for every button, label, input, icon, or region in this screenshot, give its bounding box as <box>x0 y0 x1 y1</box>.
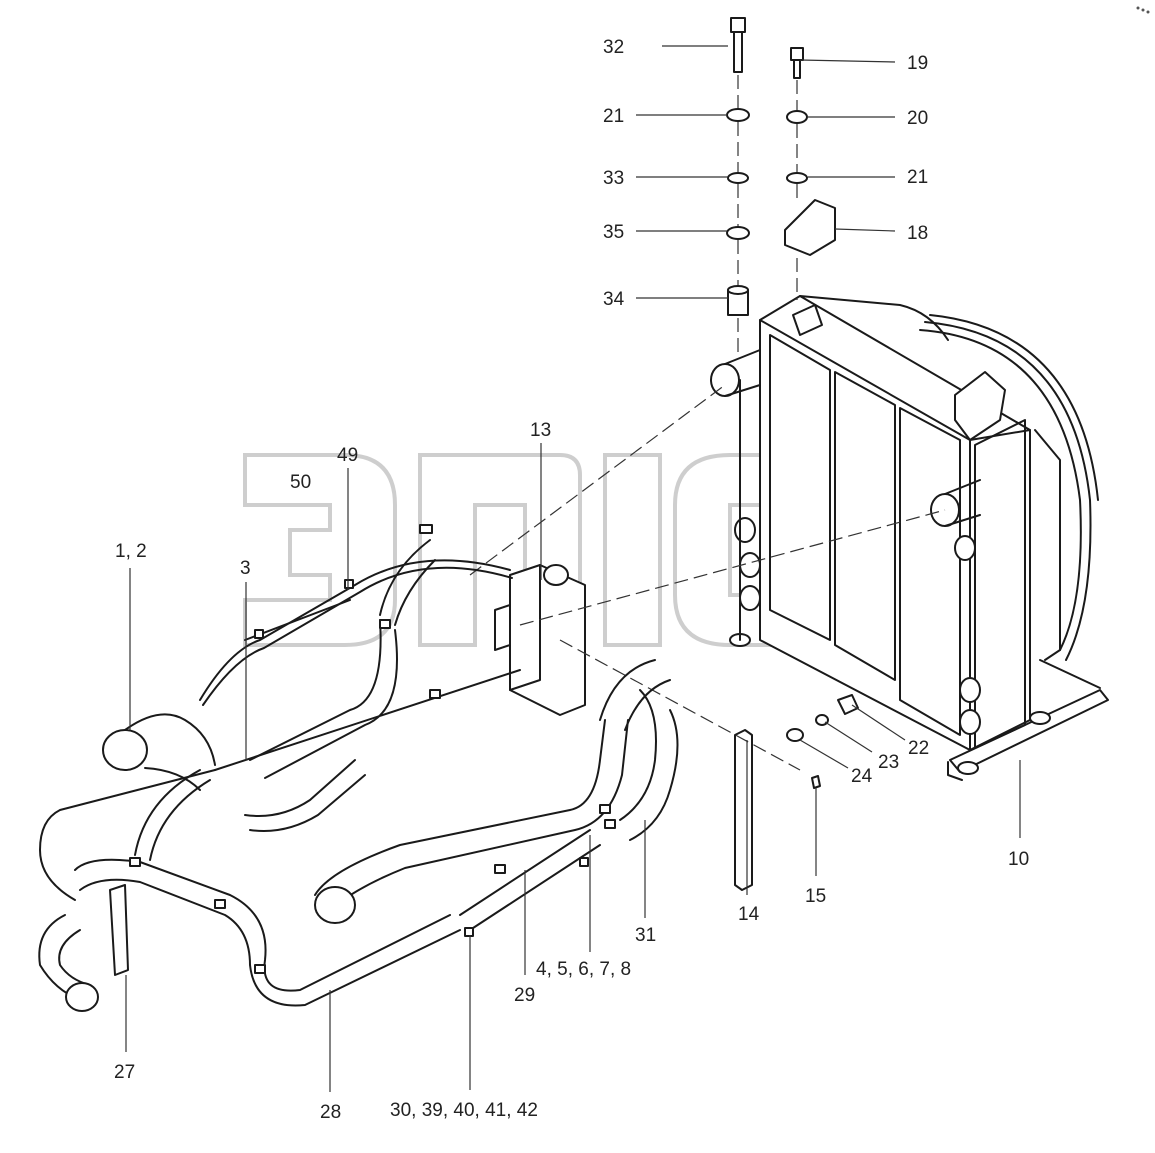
callout-30-to-42: 30, 39, 40, 41, 42 <box>390 1100 538 1121</box>
callout-18: 18 <box>907 223 928 244</box>
callout-21-left: 21 <box>603 106 624 127</box>
callout-32: 32 <box>603 37 624 58</box>
callout-4-to-8: 4, 5, 6, 7, 8 <box>536 959 631 980</box>
radiator-assembly <box>710 295 1109 781</box>
callout-labels: 32 19 21 20 33 21 35 18 34 13 49 50 1, 2… <box>114 37 1029 1123</box>
callout-29: 29 <box>514 985 535 1006</box>
callout-33: 33 <box>603 168 624 189</box>
callout-14: 14 <box>738 904 760 925</box>
callout-3: 3 <box>240 558 251 579</box>
callout-34: 34 <box>603 289 625 310</box>
callout-20: 20 <box>907 108 928 129</box>
leader-lines <box>125 45 1021 1092</box>
callout-10: 10 <box>1008 849 1029 870</box>
fastener-stack-left <box>726 17 750 355</box>
mount-bracket-parts <box>469 384 946 891</box>
callout-22: 22 <box>908 738 929 759</box>
corner-mark-icon <box>1136 6 1150 14</box>
callout-50: 50 <box>290 472 311 493</box>
callout-27: 27 <box>114 1062 135 1083</box>
callout-21-right: 21 <box>907 167 928 188</box>
callout-13: 13 <box>530 420 551 441</box>
hose-pipe-assembly <box>38 524 679 1012</box>
callout-24: 24 <box>851 766 873 787</box>
callout-1-2: 1, 2 <box>115 541 147 562</box>
expansion-tank <box>494 564 586 716</box>
callout-31: 31 <box>635 925 656 946</box>
callout-49: 49 <box>337 445 358 466</box>
callout-15: 15 <box>805 886 826 907</box>
callout-19: 19 <box>907 53 928 74</box>
fastener-stack-right <box>784 47 836 300</box>
callout-35: 35 <box>603 222 624 243</box>
callout-28: 28 <box>320 1102 341 1123</box>
callout-23: 23 <box>878 752 899 773</box>
